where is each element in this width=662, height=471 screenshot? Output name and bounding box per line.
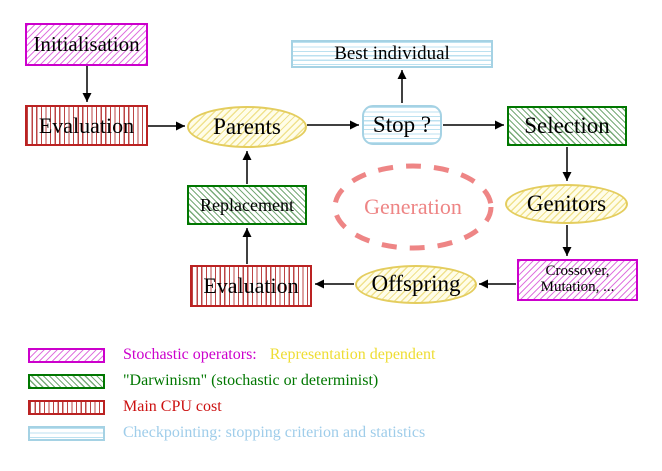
legend-text: Stochastic operators: Representation dep… — [123, 346, 435, 364]
node-label-line1: Crossover, — [545, 263, 610, 280]
node-parents: Parents — [187, 106, 307, 148]
legend-item-main-cpu-cost: Main CPU cost — [28, 398, 222, 416]
node-label: Stop ? — [372, 111, 432, 137]
legend-text-cpu-cost: Main CPU cost — [123, 398, 222, 415]
node-label: Genitors — [526, 190, 607, 216]
node-offspring: Offspring — [355, 265, 477, 304]
node-best-individual: Best individual — [291, 40, 493, 68]
generation-label: Generation — [364, 194, 462, 219]
node-label-line2: Mutation, ... — [540, 279, 615, 295]
legend-text-checkpointing: Checkpointing: stopping criterion and st… — [123, 424, 426, 441]
legend-text: Checkpointing: stopping criterion and st… — [123, 424, 425, 442]
node-label: Parents — [213, 113, 281, 139]
node-label: Selection — [524, 112, 610, 138]
node-label: Initialisation — [33, 32, 140, 57]
node-crossover-mutation: Crossover, Mutation, ... — [517, 259, 638, 301]
legend-text: Main CPU cost — [123, 398, 222, 416]
node-evaluation-top: Evaluation — [25, 105, 148, 146]
node-evaluation-bottom: Evaluation — [190, 265, 312, 307]
node-replacement: Replacement — [187, 185, 307, 225]
legend-swatch-magenta-hatch — [28, 347, 105, 363]
node-genitors: Genitors — [505, 184, 628, 224]
legend-swatch-green-hatch — [28, 373, 105, 389]
node-label: Best individual — [334, 43, 450, 65]
legend-text: "Darwinism" (stochastic or determinist) — [123, 372, 378, 390]
legend-item-stochastic-operators: Stochastic operators: Representation dep… — [28, 346, 435, 364]
node-label: Evaluation — [38, 112, 135, 138]
legend-swatch-cyan-stripes — [28, 425, 105, 441]
node-label: Offspring — [371, 271, 461, 297]
legend-item-darwinism: "Darwinism" (stochastic or determinist) — [28, 372, 378, 390]
legend-item-checkpointing: Checkpointing: stopping criterion and st… — [28, 424, 425, 442]
node-selection: Selection — [507, 106, 627, 146]
node-label: Replacement — [200, 194, 294, 215]
node-label: Evaluation — [203, 273, 299, 299]
legend-text-stochastic: Stochastic operators: — [123, 346, 257, 363]
legend-text-representation: Representation dependent — [269, 346, 436, 363]
legend-swatch-red-stripes — [28, 399, 105, 415]
legend-text-darwinism: "Darwinism" (stochastic or determinist) — [123, 372, 379, 389]
node-stop: Stop ? — [362, 105, 442, 145]
node-initialisation: Initialisation — [25, 23, 148, 66]
